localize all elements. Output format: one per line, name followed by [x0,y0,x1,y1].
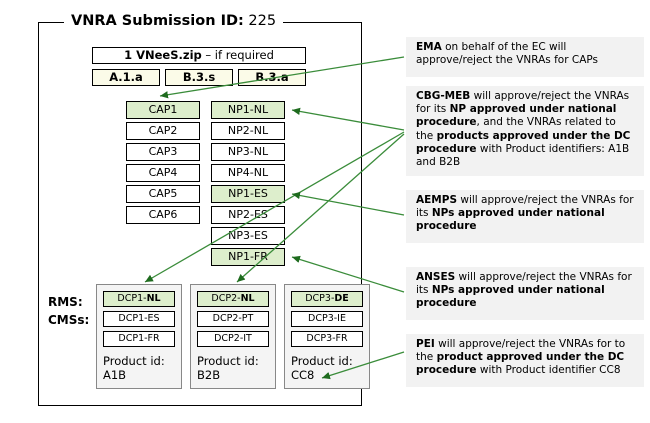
product-id-a1b: Product id: A1B [103,354,165,382]
callout-cbg-meb: CBG-MEB will approve/reject the VNRAs fo… [406,86,644,176]
dcp-node-prefix: DCP2- [211,293,241,304]
dcp-node-dcp1-nl[interactable]: DCP1-NL [103,291,175,307]
dcp-node-dcp3-de[interactable]: DCP3-DE [291,291,363,307]
dcp-node-prefix: DCP1- [117,293,147,304]
label-cmss: CMSs: [48,313,90,327]
callout-anses: ANSES will approve/reject the VNRAs for … [406,267,644,320]
dcp-node-dcp3-ie[interactable]: DCP3-IE [291,311,363,327]
doc-box-a1a[interactable]: A.1.a [92,69,160,86]
np-node-np2-nl[interactable]: NP2-NL [211,122,285,140]
callout-ema: EMA on behalf of the EC will approve/rej… [406,37,644,77]
vnees-zip-label: 1 VNeeS.zip [124,48,202,62]
dcp-node-country: NL [240,293,255,304]
np-node-np2-es[interactable]: NP2-ES [211,206,285,224]
dcp-node-country: DE [334,293,349,304]
submission-id-value: 225 [248,13,277,29]
np-node-np1-nl[interactable]: NP1-NL [211,101,285,119]
dcp-node-country: NL [146,293,161,304]
doc-box-b3a[interactable]: B.3.a [238,69,306,86]
doc-box-b3s[interactable]: B.3.s [165,69,233,86]
np-node-np3-es[interactable]: NP3-ES [211,227,285,245]
np-node-np1-es[interactable]: NP1-ES [211,185,285,203]
cap-node-cap3[interactable]: CAP3 [126,143,200,161]
dcp-node-prefix: DCP3- [305,293,335,304]
cap-node-cap5[interactable]: CAP5 [126,185,200,203]
dcp-node-dcp1-fr[interactable]: DCP1-FR [103,331,175,347]
page-title-label: VNRA Submission ID: [71,13,244,29]
dcp-node-dcp2-nl[interactable]: DCP2-NL [197,291,269,307]
product-id-cc8: Product id: CC8 [291,354,353,382]
page-title: VNRA Submission ID: 225 [64,12,284,30]
dcp-node-dcp2-pt[interactable]: DCP2-PT [197,311,269,327]
dcp-node-dcp1-es[interactable]: DCP1-ES [103,311,175,327]
cap-node-cap1[interactable]: CAP1 [126,101,200,119]
np-node-np1-fr[interactable]: NP1-FR [211,248,285,266]
dcp-node-dcp2-it[interactable]: DCP2-IT [197,331,269,347]
dcp-node-dcp3-fr[interactable]: DCP3-FR [291,331,363,347]
cap-node-cap2[interactable]: CAP2 [126,122,200,140]
np-node-np4-nl[interactable]: NP4-NL [211,164,285,182]
label-rms: RMS: [48,295,83,309]
cap-node-cap4[interactable]: CAP4 [126,164,200,182]
callout-aemps: AEMPS will approve/reject the VNRAs for … [406,190,644,243]
np-node-np3-nl[interactable]: NP3-NL [211,143,285,161]
vnees-zip-suffix: – if required [201,48,274,62]
callout-pei: PEI will approve/reject the VNRAs for to… [406,334,644,387]
vnees-zip-box[interactable]: 1 VNeeS.zip – if required [92,47,306,64]
cap-node-cap6[interactable]: CAP6 [126,206,200,224]
product-id-b2b: Product id: B2B [197,354,259,382]
